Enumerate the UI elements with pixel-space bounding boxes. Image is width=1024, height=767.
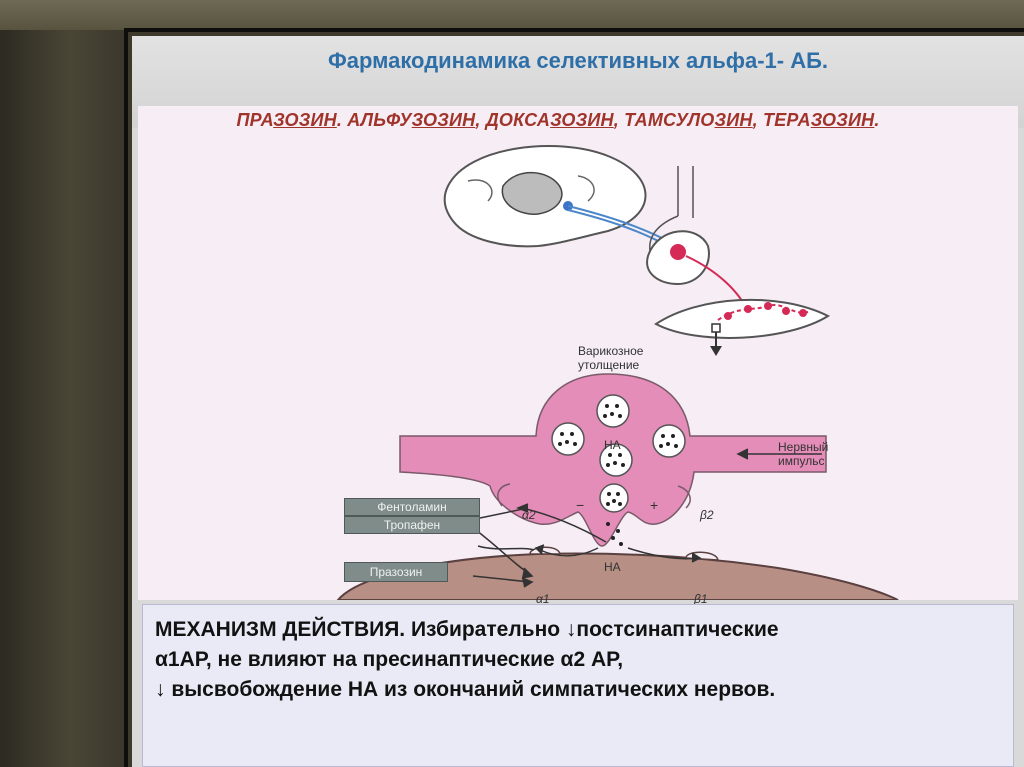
spinal-cord [443, 145, 647, 248]
vesicle [551, 422, 585, 456]
ganglion [567, 166, 749, 312]
synapse-diagram [336, 145, 899, 600]
arrows [467, 448, 822, 588]
mechanism-line-1: МЕХАНИЗМ ДЕЙСТВИЯ. Избирательно ↓постсин… [155, 618, 779, 641]
slide-frame [124, 28, 1024, 767]
mechanism-line-3: ↓ высвобождение НА из окончаний симпатич… [155, 678, 776, 701]
vesicle-release [599, 483, 629, 546]
prazosin-box: Празозин [344, 562, 448, 582]
drug-list: ПРАЗОЗИН. АЛЬФУЗОЗИН, ДОКСАЗОЗИН, ТАМСУЛ… [138, 110, 978, 131]
vesicle [652, 424, 686, 458]
minus-sign: − [576, 497, 585, 513]
varicose-label: Варикозное утолщение [578, 344, 644, 372]
slide-title: Фармакодинамика селективных альфа-1- АБ. [327, 48, 829, 73]
mechanism-text: МЕХАНИЗМ ДЕЙСТВИЯ. Избирательно ↓постсин… [155, 615, 1005, 705]
alpha2-receptor-label: α2 [522, 508, 536, 522]
tropafen-box: Тропафен [344, 516, 480, 534]
diagram-panel: ПРАЗОЗИН. АЛЬФУЗОЗИН, ДОКСАЗОЗИН, ТАМСУЛ… [138, 106, 1018, 606]
background-top-strip [0, 0, 1024, 30]
plus-sign: + [650, 497, 659, 513]
fentolamin-box: Фентоламин [344, 498, 480, 516]
beta2-receptor-label: β2 [700, 508, 714, 522]
mechanism-box: МЕХАНИЗМ ДЕЙСТВИЯ. Избирательно ↓постсин… [142, 604, 1014, 767]
drug-4: ТАМСУЛОЗИН, [624, 110, 764, 130]
beta1-receptor-label: β1 [694, 592, 708, 606]
drug-1: ПРАЗОЗИН. [236, 110, 348, 130]
alpha1-receptor-label: α1 [536, 592, 550, 606]
vesicles [551, 394, 686, 546]
slide: Фармакодинамика селективных альфа-1- АБ.… [132, 36, 1024, 767]
na-label-terminal: НА [604, 438, 621, 452]
drug-3: ДОКСАЗОЗИН, [485, 110, 625, 130]
effector-organ [654, 298, 831, 356]
drug-2: АЛЬФУЗОЗИН, [347, 110, 486, 130]
drug-5: ТЕРАЗОЗИН. [763, 110, 880, 130]
vesicle [599, 443, 633, 477]
nerve-impulse-label: Нервный импульс [778, 440, 829, 468]
background-left-strip [0, 0, 128, 767]
mechanism-line-2: α1АР, не влияют на пресинаптические α2 А… [155, 648, 624, 671]
vesicle [596, 394, 630, 428]
na-label-cleft: НА [604, 560, 621, 574]
